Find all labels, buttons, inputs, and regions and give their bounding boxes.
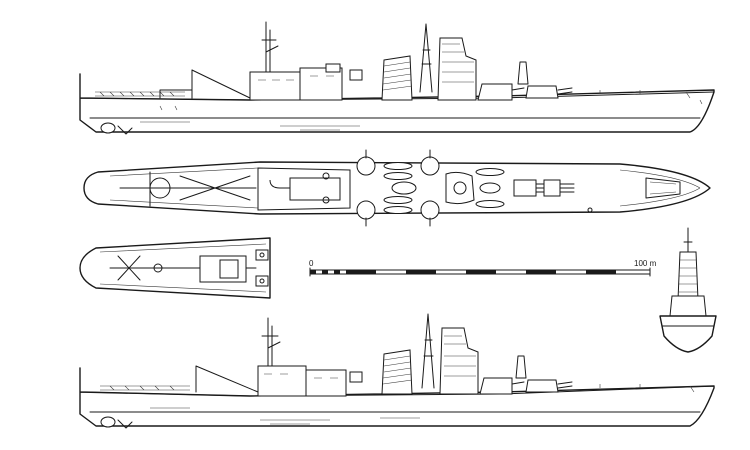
- scale-start-label: 0: [309, 259, 314, 268]
- profile-view-bottom: [79, 313, 715, 429]
- plan-view-lower: [79, 237, 271, 299]
- profile-view-top: [79, 21, 715, 135]
- scale-end-label: 100 m: [634, 259, 657, 268]
- scale-bar: 0 100 m: [309, 259, 657, 277]
- front-view: [659, 227, 717, 353]
- plan-view-main: [83, 149, 711, 227]
